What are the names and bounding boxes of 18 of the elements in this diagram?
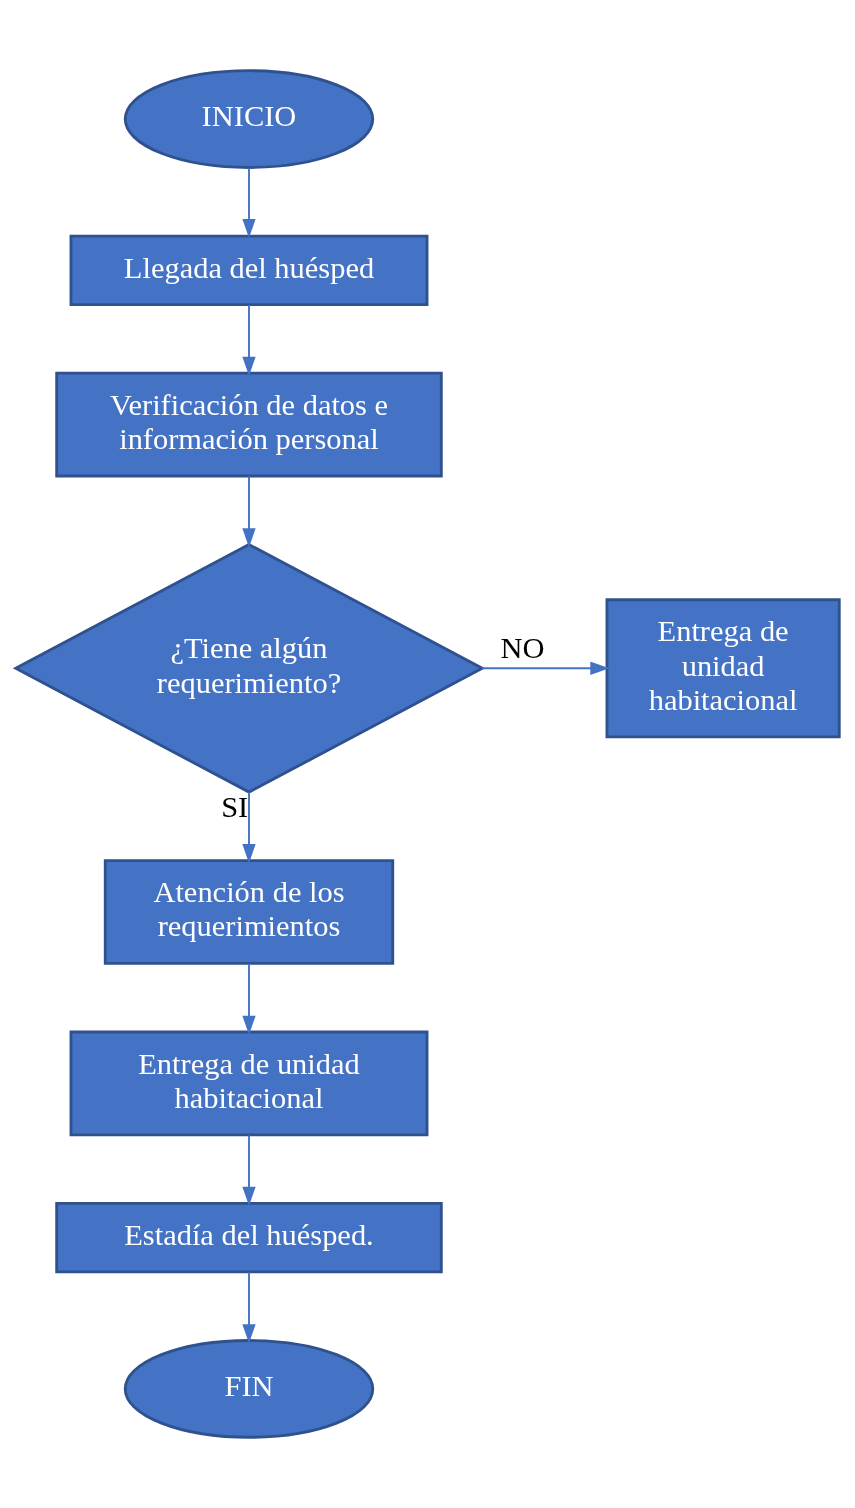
arrow: [242, 963, 256, 1035]
node-box: Atención de los requerimientos: [103, 859, 395, 965]
edge-label: NO: [500, 631, 545, 666]
node-box: Estadía del huésped.: [55, 1201, 443, 1274]
arrow: [242, 1271, 256, 1344]
arrow: [242, 166, 256, 239]
node-ellipse: INICIO: [123, 69, 375, 169]
arrow: [481, 661, 610, 675]
node-box: Llegada del huésped: [69, 234, 429, 307]
node-box: Entrega de unidad habitacional: [605, 598, 841, 739]
node-ellipse: FIN: [123, 1339, 375, 1439]
arrow: [242, 1134, 256, 1206]
node-box: Verificación de datos e información personal: [55, 371, 443, 478]
arrow: [242, 475, 256, 548]
arrow: [242, 791, 256, 864]
node-diamond: ¿Tiene algún requerimiento?: [12, 542, 486, 794]
node-box: Entrega de unidad habitacional: [69, 1030, 429, 1137]
arrow: [242, 303, 256, 376]
